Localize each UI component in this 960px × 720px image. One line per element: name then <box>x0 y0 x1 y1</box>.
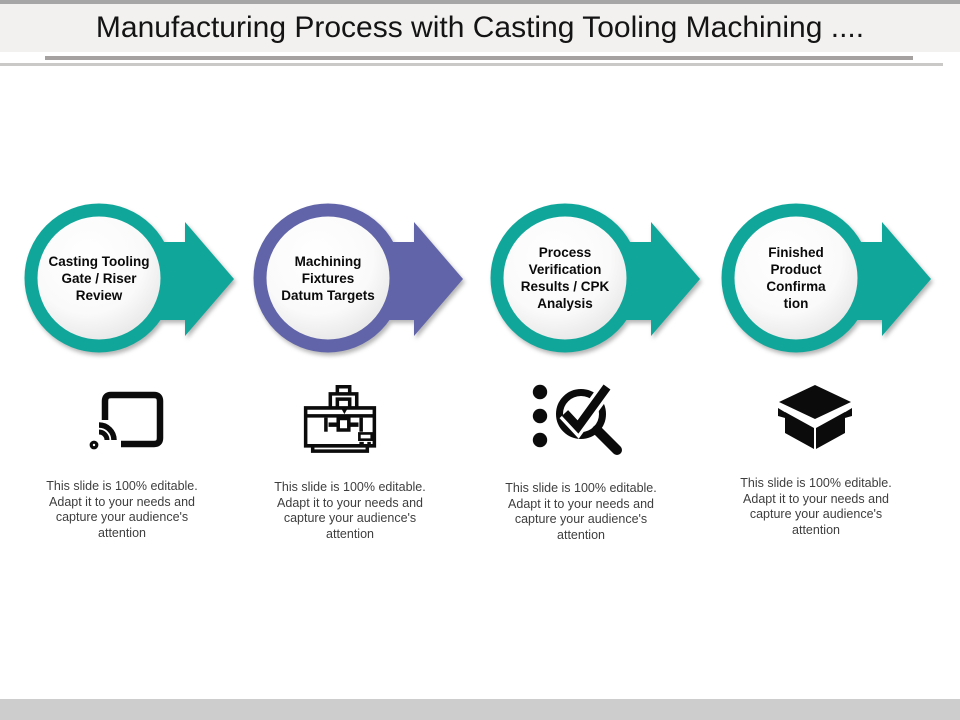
process-step-2[interactable]: Machining Fixtures Datum Targets <box>249 193 484 363</box>
step-label: Machining Fixtures Datum Targets <box>281 253 375 303</box>
step-caption-4: This slide is 100% editable. Adapt it to… <box>740 476 892 537</box>
top-border-strip <box>0 0 960 4</box>
process-step-3[interactable]: Process Verification Results / CPK Analy… <box>486 193 721 363</box>
magnifier-check-icon <box>531 381 623 460</box>
step-circle <box>721 203 871 353</box>
process-step-4[interactable]: Finished Product Confirma tion <box>717 193 952 363</box>
bottom-border-strip <box>0 699 960 720</box>
title-underline <box>45 56 913 60</box>
cast-screen-icon <box>88 389 164 456</box>
step-circle <box>490 203 640 353</box>
step-label: Finished Product Confirma tion <box>766 245 826 311</box>
step-label: Process Verification Results / CPK Analy… <box>520 245 610 311</box>
step-caption-1: This slide is 100% editable. Adapt it to… <box>46 479 198 540</box>
process-step-1[interactable]: Casting Tooling Gate / Riser Review <box>20 193 255 363</box>
step-caption-2: This slide is 100% editable. Adapt it to… <box>274 480 426 541</box>
step-caption-3: This slide is 100% editable. Adapt it to… <box>505 481 657 542</box>
step-label: Casting Tooling Gate / Riser Review <box>48 253 150 303</box>
step-circle <box>253 203 403 353</box>
title-underline-shadow <box>0 63 943 66</box>
open-box-icon <box>777 384 853 455</box>
slide-title: Manufacturing Process with Casting Tooli… <box>95 11 865 44</box>
step-circle <box>24 203 174 353</box>
title-band: Manufacturing Process with Casting Tooli… <box>0 4 960 52</box>
cnc-machine-icon <box>303 384 377 458</box>
